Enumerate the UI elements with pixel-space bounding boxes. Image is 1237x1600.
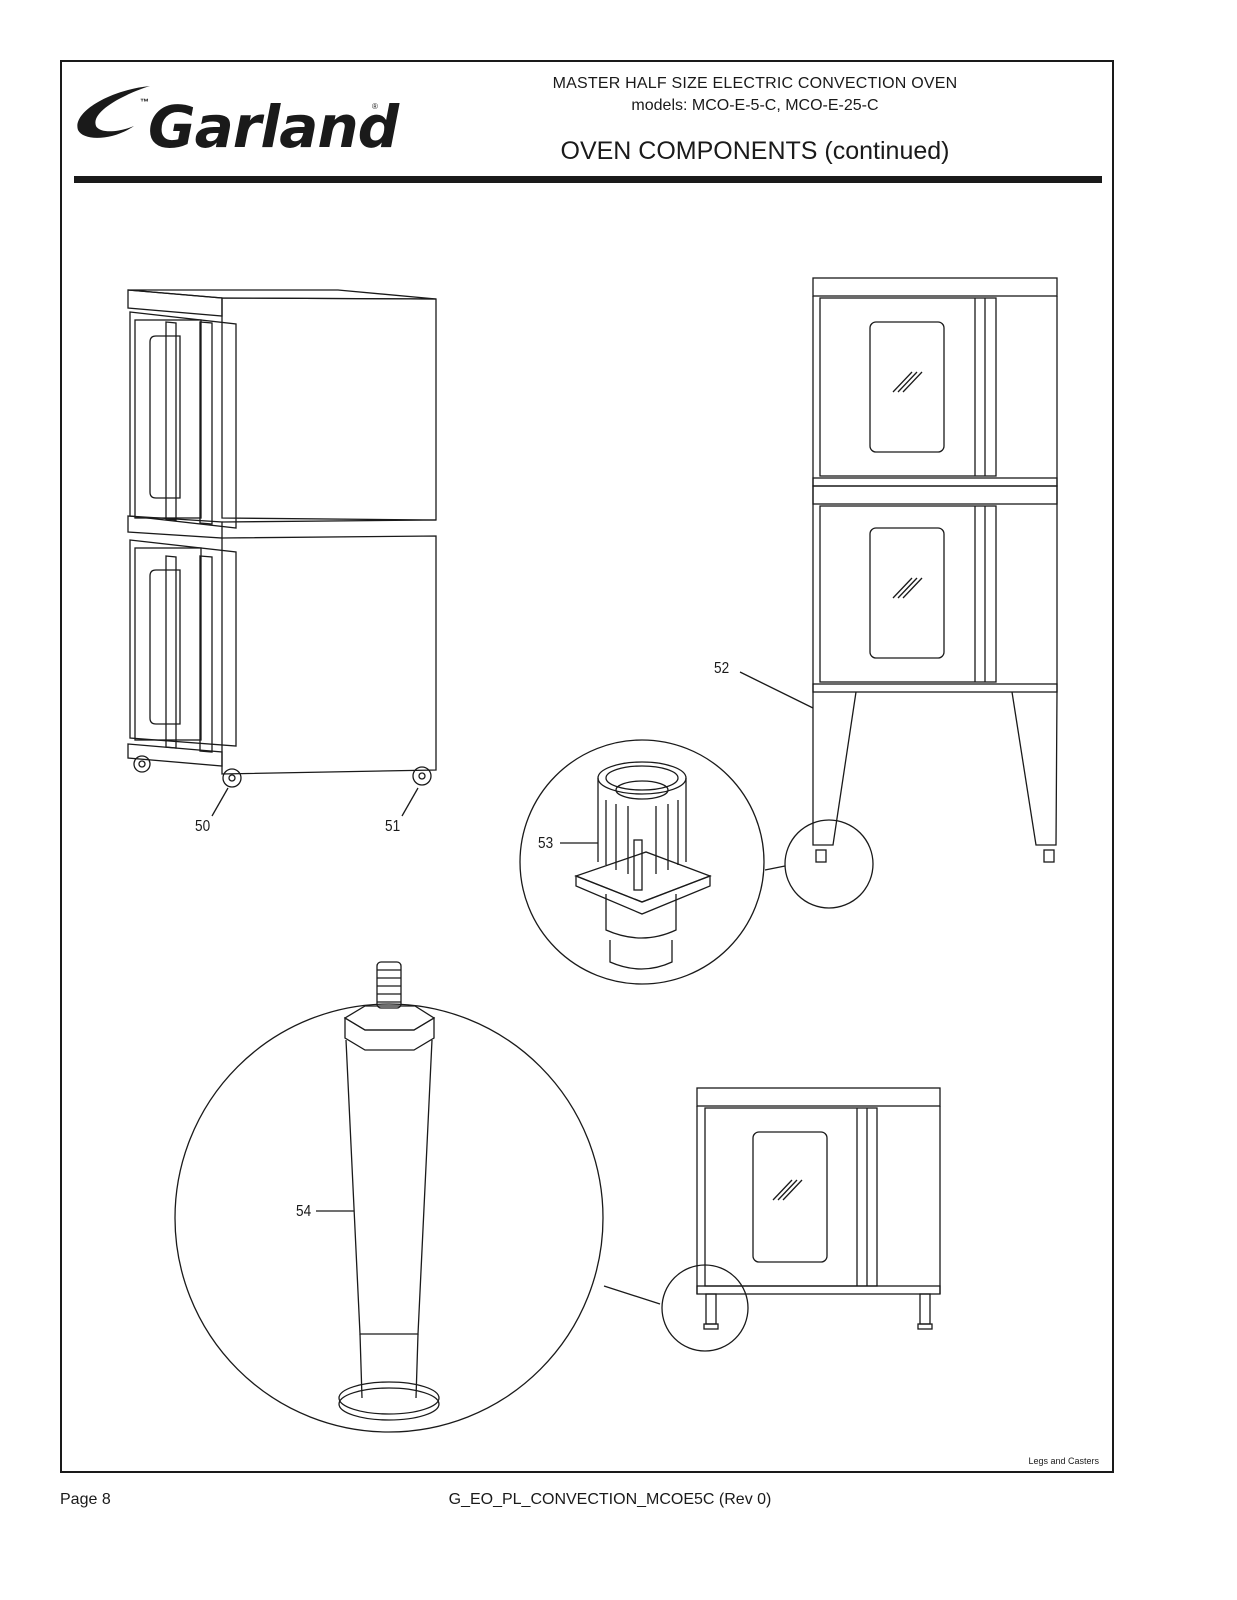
- page-frame: [60, 60, 1114, 1473]
- leg-adjuster-detail: [519, 739, 765, 985]
- trademark-mark: ™: [140, 97, 149, 107]
- document-id: G_EO_PL_CONVECTION_MCOE5C (Rev 0): [448, 1491, 772, 1508]
- header-rule: [74, 176, 1102, 183]
- section-tag: Legs and Casters: [1028, 1456, 1099, 1466]
- model-list: models: MCO-E-5-C, MCO-E-25-C: [631, 97, 879, 114]
- page-number: Page 8: [60, 1491, 111, 1508]
- garland-logo-swoosh: [77, 86, 150, 138]
- callout-50: 50: [195, 818, 211, 835]
- product-line: MASTER HALF SIZE ELECTRIC CONVECTION OVE…: [552, 75, 958, 92]
- callout-53: 53: [538, 835, 554, 852]
- registered-mark: ®: [372, 102, 378, 111]
- stacked-oven-front-view: [739, 277, 1058, 909]
- callout-51: 51: [385, 818, 401, 835]
- callout-52: 52: [714, 660, 730, 677]
- stacked-oven-isometric: [127, 289, 437, 817]
- section-title: OVEN COMPONENTS (continued): [560, 137, 950, 165]
- callout-54: 54: [296, 1203, 312, 1220]
- single-oven-front-view: [661, 1087, 941, 1352]
- leg-detail: [174, 961, 661, 1433]
- brand-logo: Garland: [148, 93, 399, 161]
